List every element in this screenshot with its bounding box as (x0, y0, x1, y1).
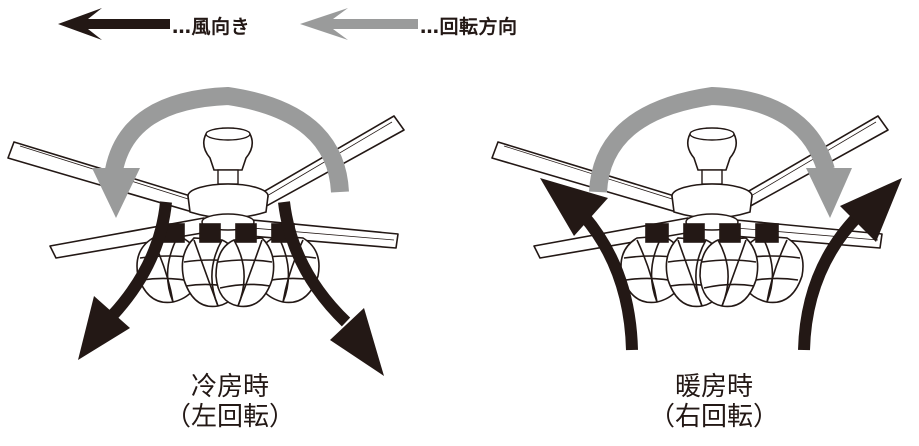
cooling-label: 冷房時 （左回転） (150, 372, 310, 432)
cooling-airflow-right-arrow (278, 201, 384, 376)
heating-rotation-arrow (589, 86, 852, 218)
heating-title: 暖房時 (674, 372, 753, 402)
legend-rotation: …回転方向 (300, 6, 600, 42)
heating-label: 暖房時 （右回転） (634, 372, 794, 432)
cooling-airflow-left-arrow (78, 201, 172, 360)
gray-arrow-icon (300, 8, 418, 40)
cooling-direction: （左回転） (164, 402, 295, 432)
legend-wind: …風向き (58, 6, 318, 42)
heating-airflow-right-arrow (798, 178, 902, 351)
black-arrow-icon (58, 8, 170, 40)
heating-direction: （右回転） (648, 402, 779, 432)
cooling-title: 冷房時 (190, 372, 269, 402)
legend-wind-label: …風向き (172, 16, 251, 38)
heating-airflow-left-arrow (540, 178, 638, 351)
legend-rotation-label: …回転方向 (420, 16, 518, 38)
cooling-fan (7, 115, 405, 308)
cooling-rotation-arrow (92, 86, 349, 218)
